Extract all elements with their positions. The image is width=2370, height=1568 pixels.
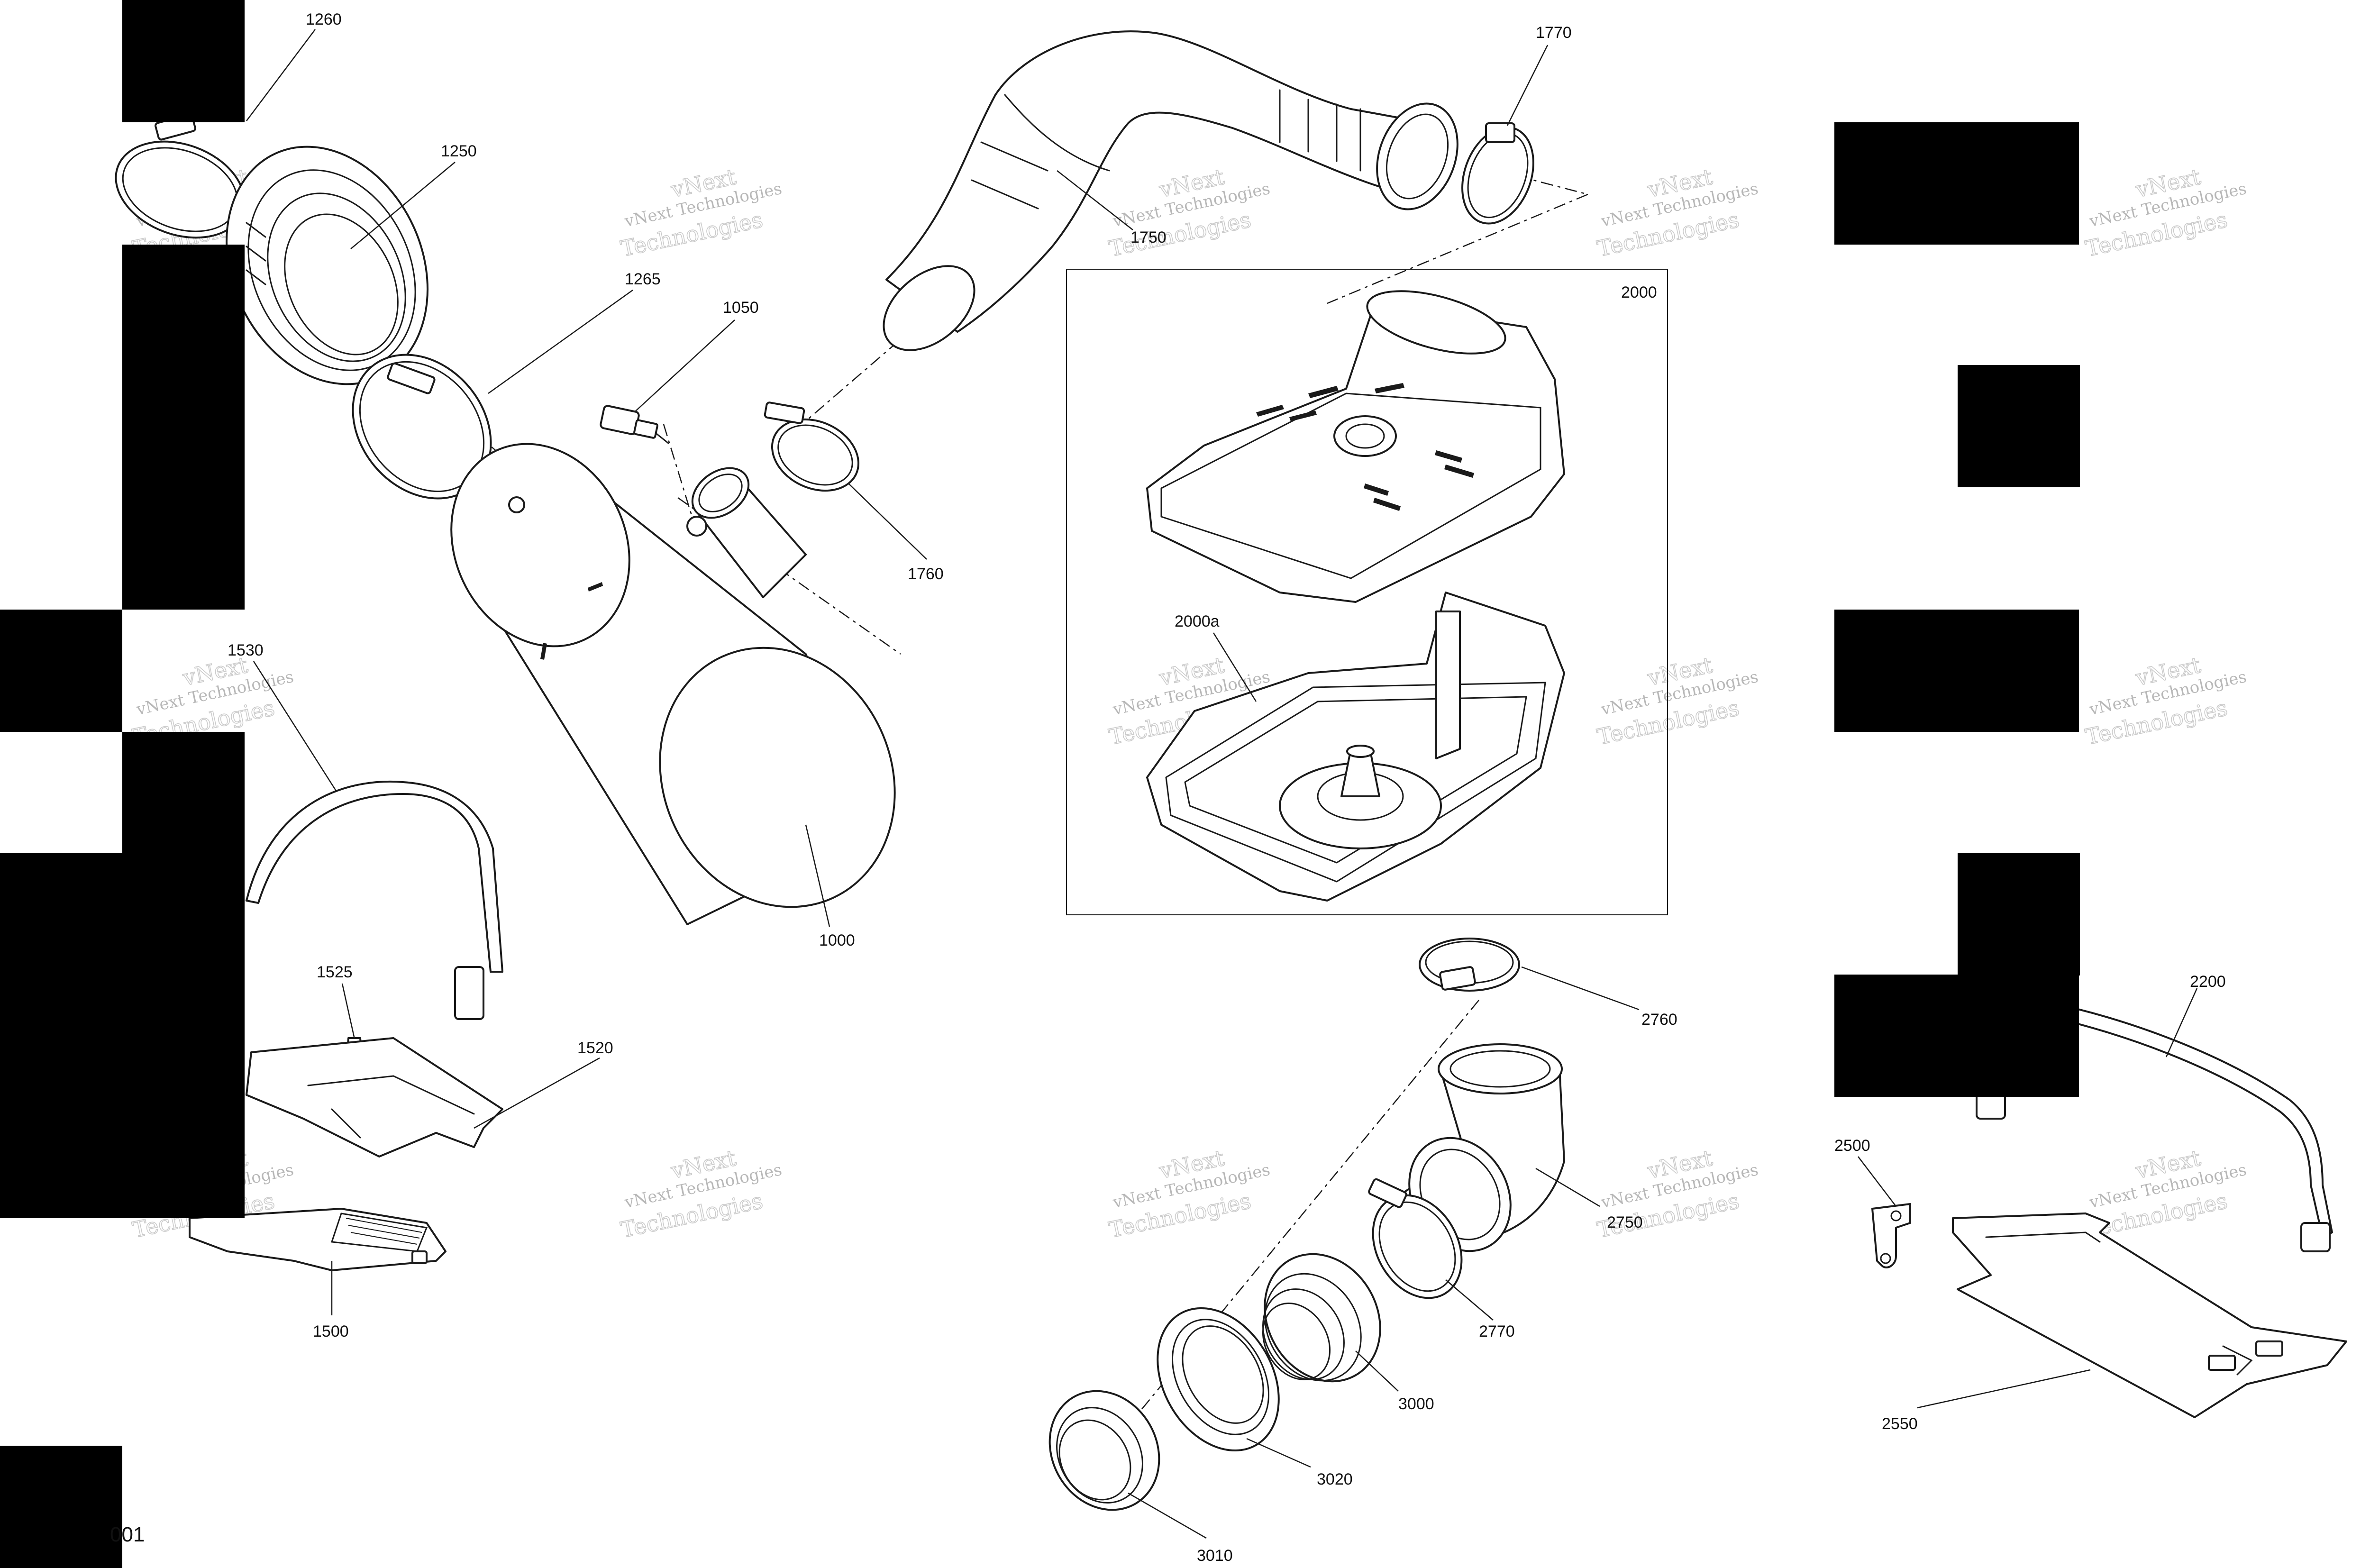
part-2770-hose-clamp xyxy=(1368,1178,1463,1299)
redaction-blocks xyxy=(0,0,2080,1568)
callout-2550: 2550 xyxy=(1882,1415,1918,1433)
part-3010-threaded-nut xyxy=(1048,1390,1160,1511)
part-1770-hose-clamp xyxy=(1461,122,1534,225)
part-2550-skid-plate xyxy=(1952,1212,2347,1418)
callout-3000: 3000 xyxy=(1398,1395,1434,1413)
callout-2500: 2500 xyxy=(1834,1137,1870,1155)
part-2200-mounting-strap xyxy=(1976,999,2333,1252)
callout-2770: 2770 xyxy=(1479,1322,1515,1340)
callout-1250: 1250 xyxy=(441,142,477,160)
callout-1050: 1050 xyxy=(723,299,759,317)
callout-2200: 2200 xyxy=(2190,973,2226,991)
callout-1770: 1770 xyxy=(1536,24,1572,42)
callout-2750: 2750 xyxy=(1607,1213,1643,1231)
callout-1525: 1525 xyxy=(317,963,353,981)
part-1500-support-bracket xyxy=(189,1208,447,1271)
callout-1000: 1000 xyxy=(819,931,855,949)
page-number: 001 xyxy=(110,1523,145,1546)
part-2000-air-box-assembly xyxy=(1066,269,1668,915)
callout-labels: 1260 1250 1265 1050 1750 1770 1760 2000 … xyxy=(228,10,2226,1565)
part-1750-intake-duct xyxy=(883,30,1458,351)
part-1530-mounting-strap xyxy=(246,781,503,1020)
part-1520-mounting-bracket xyxy=(246,1037,503,1158)
callout-2000a: 2000a xyxy=(1175,612,1220,630)
callout-1500: 1500 xyxy=(313,1322,349,1340)
part-1050-sensor xyxy=(600,405,669,444)
callout-1760: 1760 xyxy=(908,565,944,583)
callout-leaders xyxy=(246,29,2198,1539)
callout-1530: 1530 xyxy=(228,641,264,659)
callout-1260: 1260 xyxy=(306,10,342,28)
part-1265-hose-clamp xyxy=(352,354,492,500)
part-2500-link-plate xyxy=(1871,1203,1911,1268)
part-2760-hose-clamp xyxy=(1419,938,1520,992)
callout-2000: 2000 xyxy=(1621,283,1657,301)
callout-2760: 2760 xyxy=(1641,1011,1677,1029)
callout-3010: 3010 xyxy=(1197,1547,1233,1565)
callout-1265: 1265 xyxy=(625,270,661,288)
part-1000-intake-canister xyxy=(450,443,896,925)
part-3000-duct-adapter xyxy=(1262,1253,1381,1383)
part-3020-retaining-ring xyxy=(1157,1307,1280,1452)
callout-1520: 1520 xyxy=(577,1039,613,1057)
callout-3020: 3020 xyxy=(1317,1470,1353,1488)
part-1760-hose-clamp xyxy=(764,401,860,492)
callout-1750: 1750 xyxy=(1130,228,1167,246)
